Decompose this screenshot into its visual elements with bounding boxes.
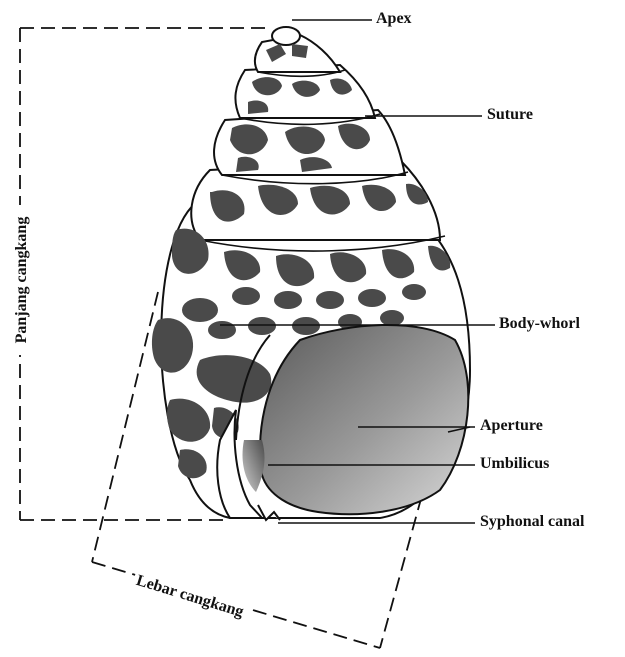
width-bracket-left-line <box>92 292 158 562</box>
aperture-opening <box>260 325 468 514</box>
label-syphonal-canal: Syphonal canal <box>480 514 584 530</box>
label-shell-length: Panjang cangkang <box>14 205 30 355</box>
label-body-whorl: Body-whorl <box>499 316 580 332</box>
label-apex: Apex <box>376 11 412 27</box>
label-suture: Suture <box>487 107 533 123</box>
label-umbilicus: Umbilicus <box>480 456 549 472</box>
apex-tip <box>272 27 300 45</box>
label-aperture: Aperture <box>480 418 543 434</box>
